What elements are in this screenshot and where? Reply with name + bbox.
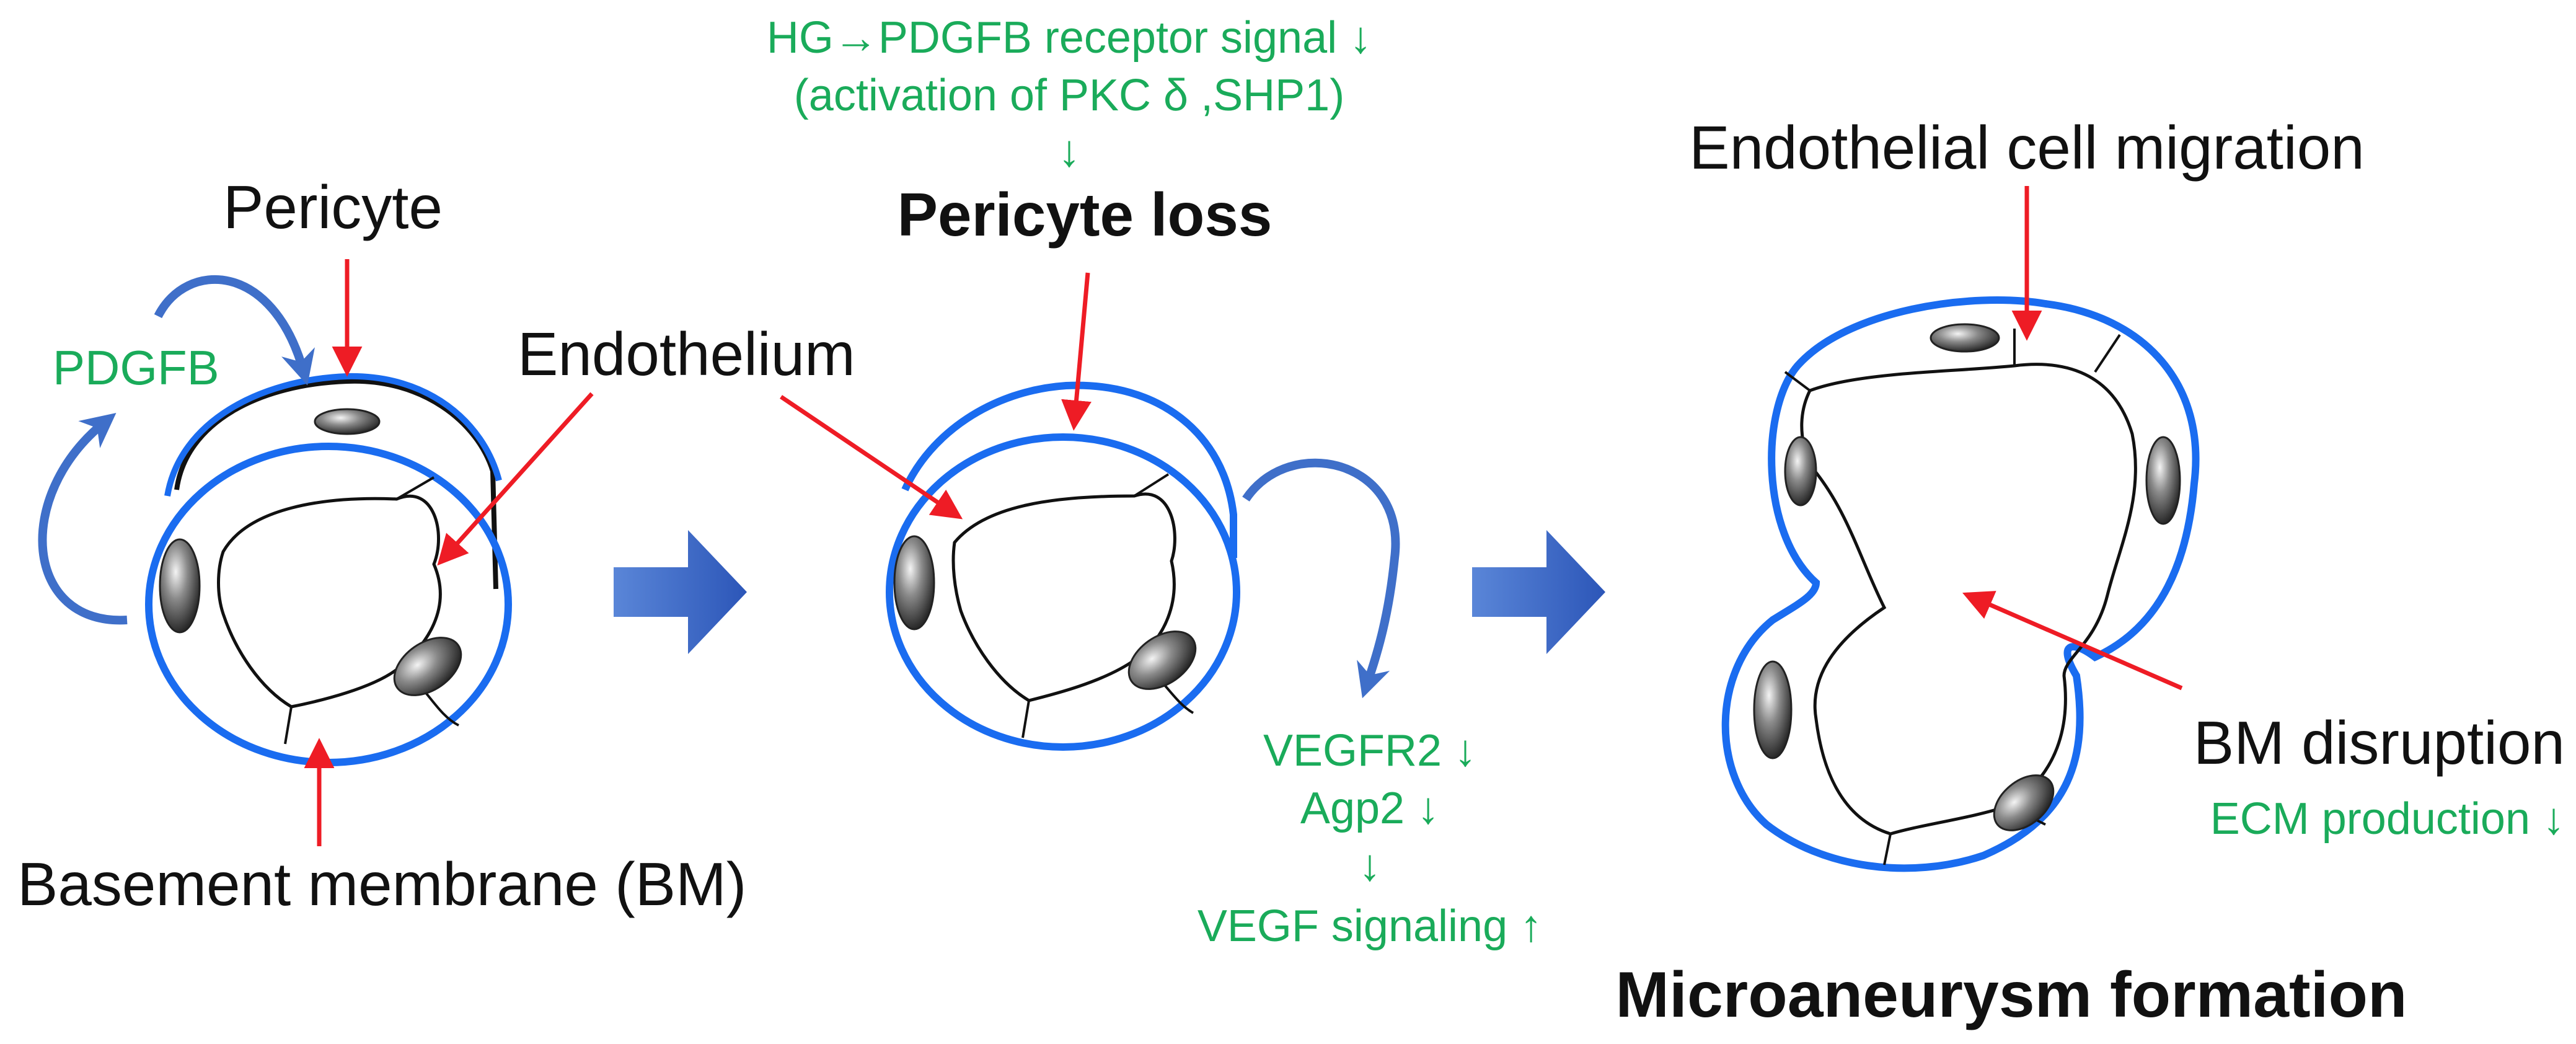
endothelial-nucleus-icon	[393, 637, 462, 696]
red-pointer-arrow-icon	[437, 392, 594, 566]
endothelial-nucleus-icon	[1753, 660, 1793, 759]
panel-normal-capillary: Pericyte Endothelium PDGFB Basement memb…	[17, 173, 855, 918]
bm-disruption-label: BM disruption	[2194, 709, 2565, 777]
cell-junction-line	[395, 476, 435, 500]
basement-membrane-ring	[145, 443, 512, 766]
pericyte-loss-title: Pericyte loss	[898, 180, 1273, 249]
vegf-line: VEGF signaling ↑	[1198, 901, 1542, 951]
cell-junction-line	[284, 706, 293, 745]
migration-label: Endothelial cell migration	[1689, 113, 2364, 182]
cell-junction-line	[1021, 700, 1030, 738]
vegf-line: Agp2 ↓	[1300, 784, 1439, 833]
pdgfb-label: PDGFB	[53, 340, 219, 395]
red-pointer-arrow-icon	[780, 395, 963, 520]
aneurysm-membrane	[1721, 296, 2200, 872]
microaneurysm-title: Microaneurysm formation	[1615, 959, 2407, 1031]
endothelial-nucleus-icon	[159, 538, 201, 634]
endothelium-label: Endothelium	[518, 320, 855, 388]
signal-line-2: (activation of PKC δ ,SHP1)	[794, 71, 1344, 120]
endothelial-nucleus-icon	[1993, 774, 2055, 831]
endothelial-nucleus-icon	[1127, 630, 1197, 690]
curved-signal-arrow-icon	[154, 275, 315, 386]
cell-junction-line	[2094, 334, 2121, 373]
basement-membrane-ring	[886, 433, 1240, 751]
block-right-arrow-icon	[1472, 530, 1605, 654]
cell-junction-line	[1784, 371, 1811, 392]
vegf-line: VEGFR2 ↓	[1263, 726, 1476, 776]
red-pointer-arrow-icon	[1061, 272, 1092, 431]
block-right-arrow-icon	[614, 530, 747, 654]
panel-microaneurysm: Endothelial cell migration BM disruption…	[1615, 113, 2565, 1031]
pericyte-remnant-membrane	[901, 381, 1237, 558]
panel-pericyte-loss: HG→PDGFB receptor signal ↓ (activation o…	[767, 13, 1542, 951]
signal-down-arrow: ↓	[1058, 126, 1080, 176]
curved-signal-arrow-icon	[38, 412, 128, 625]
endothelial-nucleus-icon	[2145, 436, 2181, 525]
cell-junction-line	[1883, 833, 1892, 865]
pericyte-body	[174, 378, 498, 590]
pericyte-nucleus-icon	[314, 408, 381, 435]
endothelial-nucleus-icon	[893, 535, 935, 630]
endothelial-nucleus-icon	[1784, 436, 1817, 507]
vegf-line: ↓	[1359, 841, 1381, 890]
basement-membrane-label: Basement membrane (BM)	[17, 850, 746, 918]
endothelial-nucleus-icon	[1930, 323, 2000, 353]
signal-line-1: HG→PDGFB receptor signal ↓	[767, 13, 1372, 63]
curved-signal-arrow-icon	[1242, 458, 1400, 699]
lumen-outline	[1800, 363, 2137, 836]
red-pointer-arrow-icon	[1962, 591, 2183, 691]
pericyte-label: Pericyte	[223, 173, 443, 241]
cell-junction-line	[1133, 473, 1170, 497]
ecm-label: ECM production ↓	[2210, 794, 2565, 844]
